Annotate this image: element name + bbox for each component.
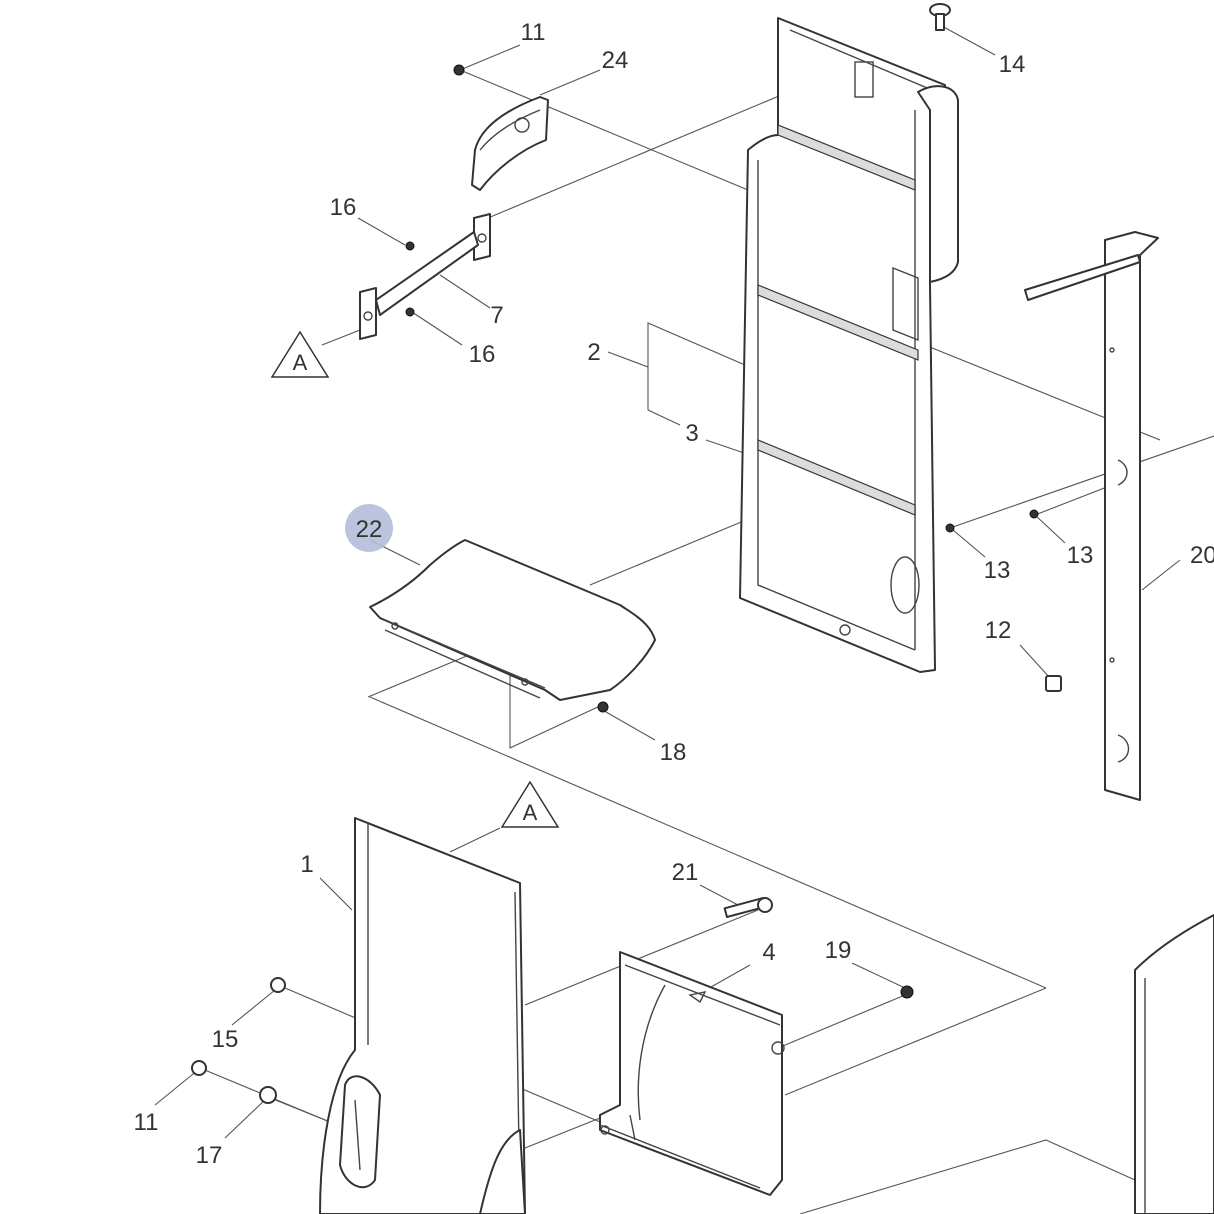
screw-16-top xyxy=(405,241,415,251)
screw-13-right xyxy=(1029,509,1039,519)
callout-20: 20 xyxy=(1190,542,1214,569)
callout-16-bottom: 16 xyxy=(469,341,496,368)
reference-mark-a-bottom-label: A xyxy=(523,800,538,825)
screw-18 xyxy=(597,701,609,713)
callout-19: 19 xyxy=(825,937,852,964)
grommet-15 xyxy=(270,977,286,993)
callout-11-top: 11 xyxy=(521,19,546,46)
callout-labels: 11 24 14 16 7 16 2 3 22 13 13 20 12 18 1… xyxy=(134,19,1214,1169)
reference-mark-a-bottom: A xyxy=(500,780,560,828)
reference-mark-a-top-label: A xyxy=(293,350,308,375)
clip-12 xyxy=(1045,675,1062,692)
callout-17: 17 xyxy=(196,1142,223,1169)
screw-16-bottom xyxy=(405,307,415,317)
callout-2: 2 xyxy=(587,339,600,366)
callout-21: 21 xyxy=(672,859,699,886)
part-14-knob xyxy=(929,3,951,31)
screw-19 xyxy=(900,985,914,999)
grommet-11 xyxy=(191,1060,207,1076)
callout-11-bottom: 11 xyxy=(134,1109,159,1136)
part-20-side-rail xyxy=(1024,231,1159,801)
part-1-door-panel xyxy=(319,817,526,1214)
part-21-bolt xyxy=(723,896,773,919)
callout-13-left: 13 xyxy=(984,557,1011,584)
callout-14: 14 xyxy=(999,51,1026,78)
part-4-drawer-box xyxy=(599,951,785,1196)
callout-16-top: 16 xyxy=(330,194,357,221)
callout-15: 15 xyxy=(212,1026,239,1053)
callout-12: 12 xyxy=(985,617,1012,644)
callout-24: 24 xyxy=(602,47,629,74)
highlight-marker-22 xyxy=(345,504,393,552)
callout-1: 1 xyxy=(300,851,313,878)
part-7-support-arm xyxy=(359,213,491,340)
grommet-17 xyxy=(259,1086,277,1104)
partial-housing-right xyxy=(1134,914,1214,1214)
callout-7: 7 xyxy=(490,302,503,329)
callout-3: 3 xyxy=(685,420,698,447)
reference-mark-a-top: A xyxy=(270,330,330,378)
part-2-3-main-frame xyxy=(739,17,959,673)
callout-22: 22 xyxy=(356,516,383,543)
callout-13-right: 13 xyxy=(1067,542,1094,569)
callout-4: 4 xyxy=(762,939,775,966)
callout-18: 18 xyxy=(660,739,687,766)
part-24-bracket xyxy=(471,96,549,191)
part-22-shelf xyxy=(369,539,656,701)
screw-13-left xyxy=(945,523,955,533)
screw-11-top xyxy=(453,64,465,76)
